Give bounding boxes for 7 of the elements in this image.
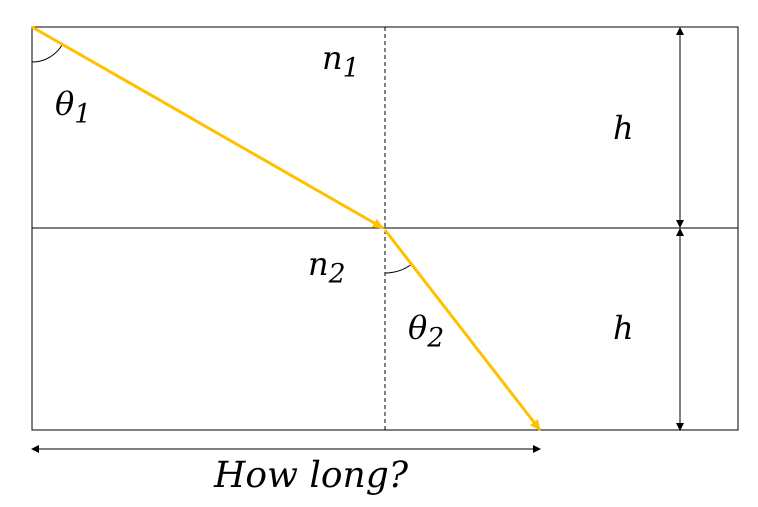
- angle-label: θ$_{1}$: [55, 88, 92, 128]
- distance-label: How long?: [214, 458, 408, 494]
- height-label: h: [613, 312, 634, 344]
- height-label: h: [613, 112, 634, 144]
- angle-label: θ$_{2}$: [408, 312, 444, 352]
- refractive-index-label: n$_{1}$: [322, 42, 360, 82]
- refractive-index-label: n$_{2}$: [308, 248, 346, 288]
